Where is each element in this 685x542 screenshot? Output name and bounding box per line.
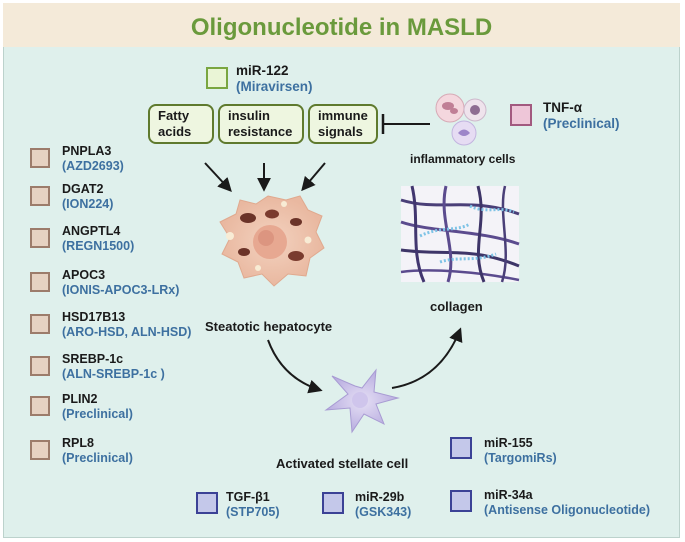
plin2-drug: (Preclinical) [62, 407, 133, 421]
hepatocyte-label: Steatotic hepatocyte [205, 319, 333, 334]
rpl8-name: RPL8 [62, 436, 94, 450]
plin2-name: PLIN2 [62, 392, 98, 406]
mir-122-label: miR-122 (Miravirsen) [236, 63, 313, 95]
mir-29b-label: miR-29b (GSK343) [355, 490, 411, 520]
mir-155-marker [450, 437, 472, 459]
apoc3-drug: (IONIS-APOC3-LRx) [62, 283, 180, 297]
hsd17b13-name: HSD17B13 [62, 310, 126, 324]
factor-immune-signals: immune signals [308, 104, 378, 144]
arrow-fatty-acids [204, 162, 232, 193]
dgat2-label: DGAT2 (ION224) [62, 182, 113, 212]
mir-155-name: miR-155 [484, 436, 533, 450]
tnf-alpha-marker [510, 104, 532, 126]
tnf-alpha-name: TNF-α [543, 100, 583, 115]
srebp1c-name: SREBP-1c [62, 352, 124, 366]
inflammatory-cells-icon [435, 93, 487, 146]
stellate-cell-label: Activated stellate cell [276, 456, 409, 471]
mir-155-label: miR-155 (TargomiRs) [484, 436, 557, 466]
tgf-beta1-marker [196, 492, 218, 514]
stellate-cell-icon [324, 368, 400, 434]
figure-title: Oligonucleotide in MASLD [190, 14, 493, 41]
tgf-beta1-label: TGF-β1 (STP705) [226, 490, 280, 520]
mir-29b-marker [322, 492, 344, 514]
srebp1c-label: SREBP-1c (ALN-SREBP-1c ) [62, 352, 165, 382]
tnf-alpha-label: TNF-α (Preclinical) [543, 100, 620, 132]
hepatocyte-icon [219, 195, 325, 287]
mir-34a-drug: (Antisense Oligonucleotide) [484, 503, 650, 517]
hsd17b13-drug: (ARO-HSD, ALN-HSD) [62, 325, 192, 339]
angptl4-marker [30, 228, 50, 248]
collagen-label: collagen [430, 299, 483, 314]
apoc3-marker [30, 272, 50, 292]
apoc3-name: APOC3 [62, 268, 106, 282]
plin2-marker [30, 396, 50, 416]
angptl4-drug: (REGN1500) [62, 239, 135, 253]
hsd17b13-label: HSD17B13 (ARO-HSD, ALN-HSD) [62, 310, 191, 340]
title-banner: Oligonucleotide in MASLD [3, 3, 680, 47]
pnpla3-drug: (AZD2693) [62, 159, 124, 173]
factor-insulin-resistance: insulin resistance [218, 104, 304, 144]
mir-34a-name: miR-34a [484, 488, 533, 502]
mir-122-drug: (Miravirsen) [236, 79, 313, 94]
mir-29b-drug: (GSK343) [355, 505, 412, 519]
tgf-beta1-drug: (STP705) [226, 505, 280, 519]
factor-fatty-acids: Fatty acids [148, 104, 214, 144]
plin2-label: PLIN2 (Preclinical) [62, 392, 133, 422]
angptl4-name: ANGPTL4 [62, 224, 121, 238]
srebp1c-drug: (ALN-SREBP-1c ) [62, 367, 165, 381]
tgf-beta1-name: TGF-β1 [226, 490, 270, 504]
inflammatory-cells-label: inflammatory cells [410, 152, 516, 166]
diagram-panel [3, 3, 680, 538]
arrow-to-collagen [391, 327, 463, 389]
mir-29b-name: miR-29b [355, 490, 405, 504]
dgat2-name: DGAT2 [62, 182, 104, 196]
dgat2-drug: (ION224) [62, 197, 114, 211]
tnf-alpha-drug: (Preclinical) [543, 116, 620, 131]
apoc3-label: APOC3 (IONIS-APOC3-LRx) [62, 268, 179, 298]
pnpla3-name: PNPLA3 [62, 144, 112, 158]
rpl8-marker [30, 440, 50, 460]
arrow-immune-signals [301, 162, 326, 192]
pnpla3-marker [30, 148, 50, 168]
dgat2-marker [30, 186, 50, 206]
mir-155-drug: (TargomiRs) [484, 451, 557, 465]
collagen-icon [400, 185, 520, 283]
rpl8-label: RPL8 (Preclinical) [62, 436, 133, 466]
hsd17b13-marker [30, 314, 50, 334]
arrow-to-stellate [267, 339, 323, 394]
srebp1c-marker [30, 356, 50, 376]
mir-122-name: miR-122 [236, 63, 289, 78]
mir-34a-marker [450, 490, 472, 512]
rpl8-drug: (Preclinical) [62, 451, 133, 465]
angptl4-label: ANGPTL4 (REGN1500) [62, 224, 134, 254]
pnpla3-label: PNPLA3 (AZD2693) [62, 144, 124, 174]
mir-122-marker [206, 67, 228, 89]
mir-34a-label: miR-34a (Antisense Oligonucleotide) [484, 488, 650, 518]
